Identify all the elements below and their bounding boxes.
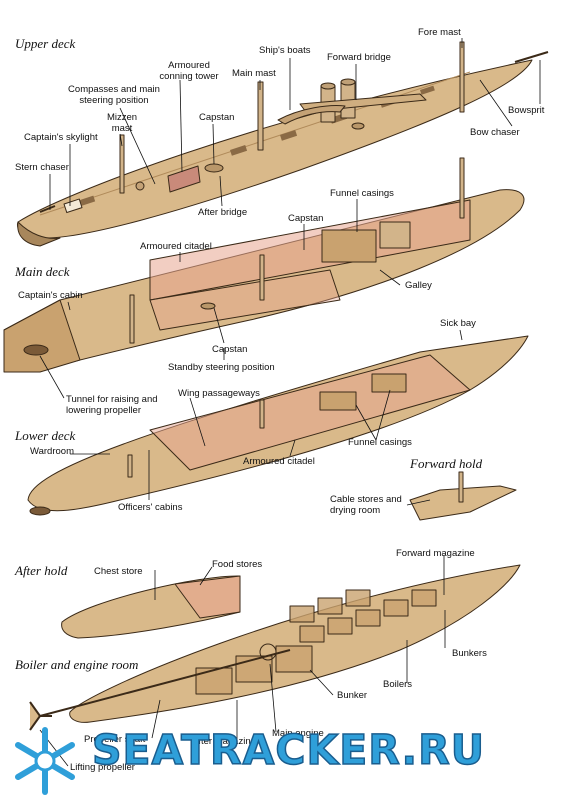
label-standby-steering: Standby steering position: [168, 362, 275, 373]
label-galley: Galley: [405, 280, 432, 291]
label-wardroom: Wardroom: [30, 446, 74, 457]
label-capstan-main: Capstan: [288, 213, 324, 224]
section-title-main-deck: Main deck: [15, 264, 70, 279]
label-sick-bay: Sick bay: [440, 318, 476, 329]
label-bunkers: Bunkers: [452, 648, 487, 659]
label-bunker: Bunker: [337, 690, 368, 701]
section-title-after-hold: After hold: [15, 563, 68, 578]
label-stern-chaser: Stern chaser: [15, 162, 69, 173]
watermark-snowflake-icon: [15, 727, 75, 795]
label-propeller-shaft: Propeller shaft: [84, 734, 146, 745]
label-capstan-upper: Capstan: [199, 112, 235, 123]
label-armoured-citadel-lower: Armoured citadel: [243, 456, 315, 467]
upper-deck-hull: [16, 41, 549, 247]
label-fore-mast: Fore mast: [418, 27, 461, 38]
label-captains-cabin: Captain's cabin: [18, 290, 83, 301]
section-title-upper-deck: Upper deck: [15, 36, 76, 51]
label-mizzen-mast: Mizzen mast: [106, 112, 138, 134]
forward-hold-hull: [409, 471, 517, 521]
label-main-engine: Main engine: [272, 728, 324, 739]
label-capstan-main-2: Capstan: [212, 344, 248, 355]
label-armoured-conning-tower: Armoured conning tower: [159, 60, 219, 82]
label-tunnel-propeller: Tunnel for raising and lowering propelle…: [66, 394, 158, 416]
section-title-boiler-room: Boiler and engine room: [15, 657, 139, 672]
label-armoured-citadel-main: Armoured citadel: [140, 241, 212, 252]
label-main-mast: Main mast: [232, 68, 276, 79]
label-lifting-propeller: Lifting propeller: [70, 762, 135, 773]
label-cable-stores: Cable stores and drying room: [330, 494, 402, 516]
label-forward-magazine: Forward magazine: [396, 548, 475, 559]
label-funnel-casings-main: Funnel casings: [330, 188, 394, 199]
label-bowsprit: Bowsprit: [508, 105, 545, 116]
label-funnel-casings-lower: Funnel casings: [348, 437, 412, 448]
label-food-stores: Food stores: [212, 559, 263, 570]
label-officers-cabins: Officers' cabins: [118, 502, 183, 513]
label-bow-chaser: Bow chaser: [470, 127, 520, 138]
label-compasses: Compasses and main steering position: [68, 84, 160, 106]
lower-deck-hull: [27, 335, 529, 516]
label-chest-store: Chest store: [94, 566, 143, 577]
boiler-room-hull: [29, 564, 521, 731]
after-hold-hull: [61, 575, 241, 639]
label-after-magazine: After magazine: [192, 736, 256, 747]
section-title-lower-deck: Lower deck: [15, 428, 76, 443]
section-title-forward-hold: Forward hold: [410, 456, 483, 471]
label-boilers: Boilers: [383, 679, 413, 690]
label-forward-bridge: Forward bridge: [327, 52, 391, 63]
label-captains-skylight: Captain's skylight: [24, 132, 98, 143]
label-after-bridge: After bridge: [198, 207, 248, 218]
label-ships-boats: Ship's boats: [259, 45, 311, 56]
main-deck-hull: [3, 157, 525, 373]
watermark-text: SEATRACKER.RU: [91, 725, 485, 775]
label-wing-passageways: Wing passageways: [178, 388, 260, 399]
